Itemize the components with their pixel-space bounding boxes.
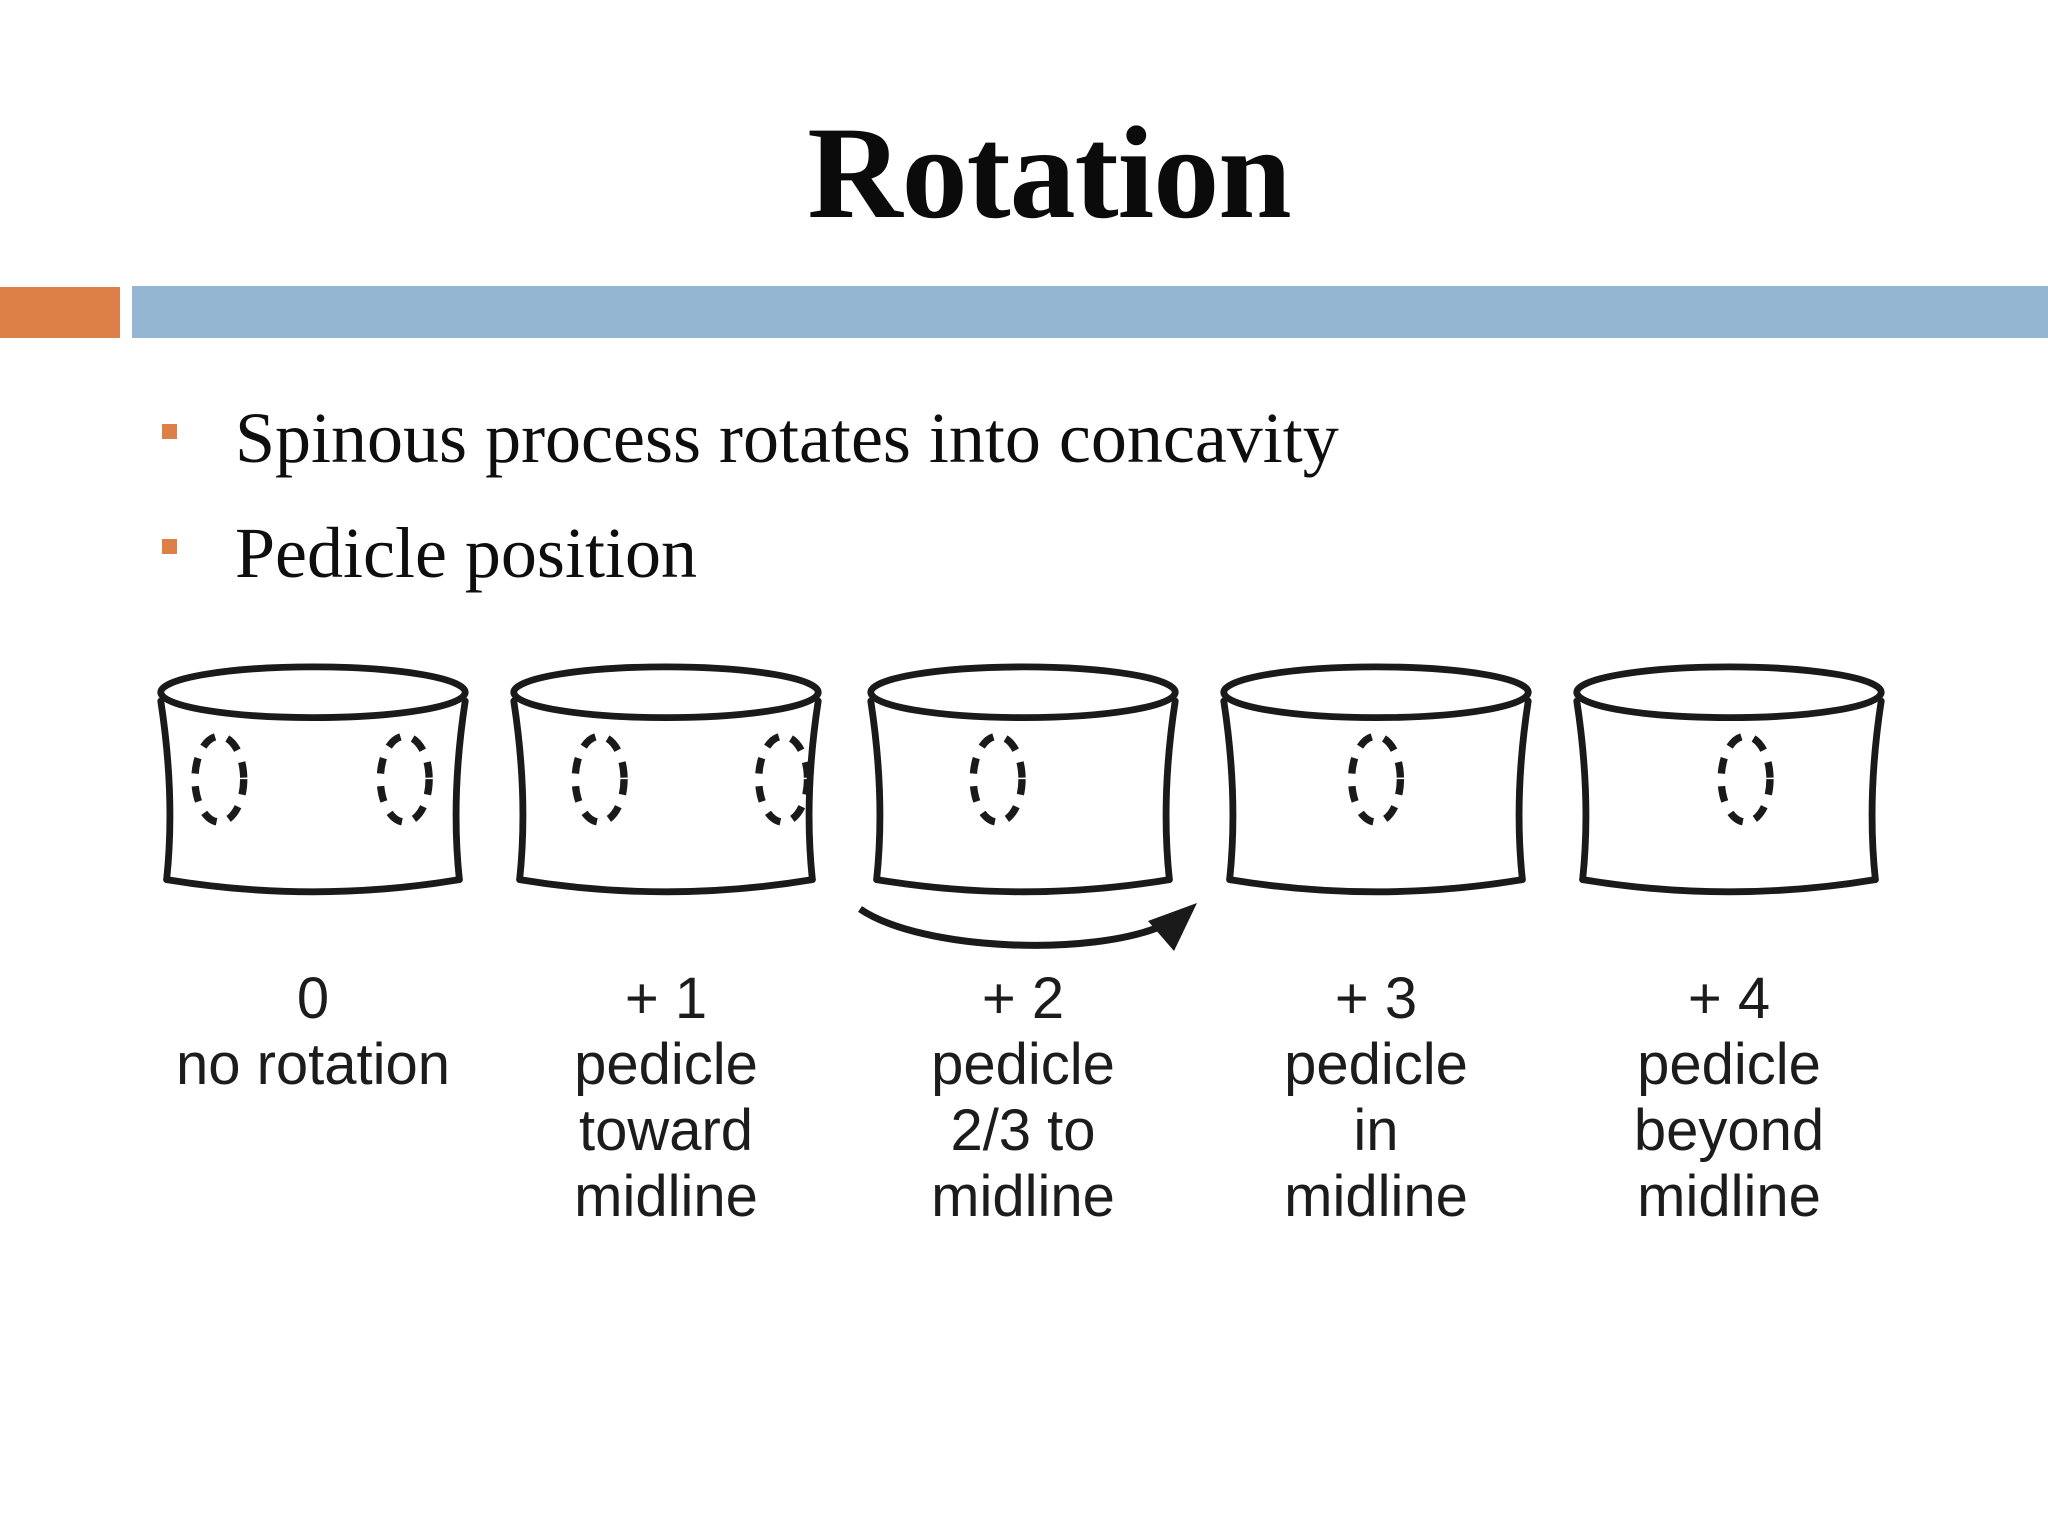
vertebra-bottom-edge [873, 876, 1173, 896]
vertebra-bottom-edge [1226, 876, 1526, 896]
rotation-curved-arrow-icon [858, 903, 1197, 951]
pedicle-dashed-oval [755, 732, 812, 826]
vertebra-left-wall [867, 697, 884, 884]
vertebra-left-wall [510, 697, 527, 884]
vertebral-body-drawing [157, 663, 469, 896]
grade-description-line: midline [1284, 1164, 1468, 1229]
vertebra-bottom-edge [163, 876, 463, 896]
grade-description-line: in [1353, 1098, 1399, 1163]
pedicle-dashed-oval [1717, 732, 1774, 826]
grade-number: + 3 [1334, 966, 1418, 1031]
vertebra-right-wall [452, 697, 469, 884]
grade-number: + 2 [981, 966, 1065, 1031]
grade-description-line: midline [931, 1164, 1115, 1229]
vertebra-top-rim [1573, 663, 1885, 722]
vertebra-right-wall [1515, 697, 1532, 884]
bullet-item: Spinous process rotates into concavity [162, 398, 1662, 498]
grade-description-line: no rotation [175, 1032, 451, 1097]
vertebra-top-rim [1220, 663, 1532, 722]
bullet-text: Pedicle position [235, 513, 697, 593]
accent-bar-blue-strip [132, 286, 2048, 338]
vertebra-top-rim [510, 663, 822, 722]
vertebra-top-rim [157, 663, 469, 722]
pedicle-dashed-oval [969, 732, 1026, 826]
bullet-text: Spinous process rotates into concavity [235, 398, 1339, 478]
bullet-square-icon [162, 539, 177, 554]
grade-number: + 4 [1687, 966, 1771, 1031]
pedicle-dashed-oval [1347, 732, 1405, 826]
grade-description-line: pedicle [1637, 1032, 1821, 1097]
vertebra-right-wall [1162, 697, 1179, 884]
grade-description-line: toward [578, 1098, 754, 1163]
vertebral-body-drawing [867, 663, 1179, 896]
grade-number: 0 [296, 966, 330, 1031]
vertebra-bottom-edge [1579, 876, 1879, 896]
vertebral-body-drawing [510, 663, 822, 896]
vertebra-left-wall [1573, 697, 1590, 884]
slide-title: Rotation [807, 99, 1291, 246]
grade-description-line: beyond [1633, 1098, 1825, 1163]
pedicle-dashed-oval [571, 732, 628, 826]
vertebra-right-wall [805, 697, 822, 884]
grade-description-line: 2/3 to [950, 1098, 1096, 1163]
pedicle-dashed-oval [376, 732, 433, 826]
pedicle-dashed-oval [191, 732, 248, 826]
accent-bar-orange-block [0, 287, 120, 338]
vertebral-body-drawing [1220, 663, 1532, 896]
vertebra-top-rim [867, 663, 1179, 722]
grade-number: + 1 [624, 966, 708, 1031]
grade-description-line: pedicle [931, 1032, 1115, 1097]
vertebra-left-wall [157, 697, 174, 884]
grade-description-line: midline [1637, 1164, 1821, 1229]
bullet-square-icon [162, 424, 177, 439]
vertebra-bottom-edge [516, 876, 816, 896]
bullet-item: Pedicle position [162, 513, 1662, 613]
grade-description-line: pedicle [574, 1032, 758, 1097]
vertebra-left-wall [1220, 697, 1237, 884]
vertebral-body-drawing [1573, 663, 1885, 896]
grade-description-line: midline [574, 1164, 758, 1229]
grade-description-line: pedicle [1284, 1032, 1468, 1097]
vertebra-right-wall [1868, 697, 1885, 884]
